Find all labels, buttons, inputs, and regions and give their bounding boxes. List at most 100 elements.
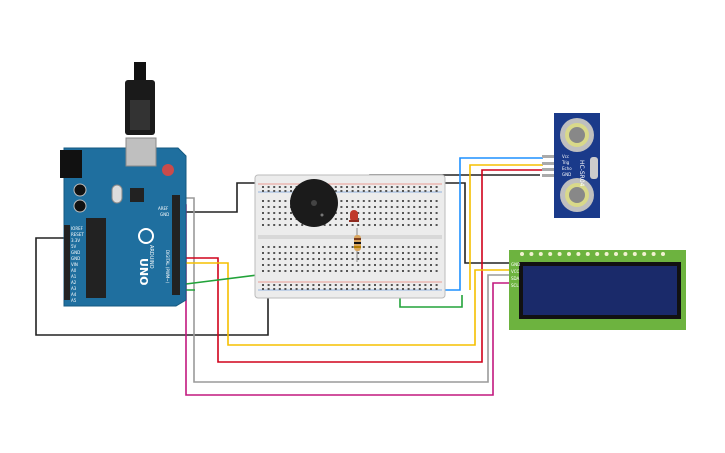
breadboard-hole	[278, 284, 281, 286]
pin-label-a4: A4	[71, 292, 77, 297]
breadboard-hole	[407, 212, 410, 214]
breadboard-hole	[402, 252, 404, 254]
power-jack	[60, 150, 82, 178]
wire-black-lcd-gnd[interactable]	[440, 182, 510, 264]
breadboard-hole	[351, 206, 354, 208]
sensor-model-label: HC-SR04	[578, 160, 585, 187]
lcd-screen	[523, 266, 677, 315]
breadboard-hole	[262, 190, 264, 192]
breadboard-hole	[273, 252, 276, 254]
breadboard-hole	[301, 252, 304, 254]
breadboard-hole	[273, 288, 276, 290]
breadboard-hole	[407, 270, 410, 272]
breadboard-hole	[418, 264, 421, 266]
wire-black-gnd-loop[interactable]	[35, 237, 269, 336]
breadboard-hole	[424, 288, 427, 290]
breadboard-hole	[329, 224, 332, 226]
breadboard-hole	[351, 264, 354, 266]
breadboard-hole	[362, 264, 365, 266]
breadboard-hole	[362, 288, 365, 290]
ultrasonic-sensor[interactable]: HC-SR04 Vcc Trig Echo GND	[542, 113, 600, 218]
breadboard-hole	[379, 186, 382, 188]
breadboard-hole	[357, 224, 360, 226]
breadboard-hole	[396, 186, 399, 188]
breadboard[interactable]	[254, 174, 446, 299]
breadboard-hole	[385, 288, 388, 290]
breadboard-hole	[351, 224, 354, 226]
resistor[interactable]	[354, 228, 361, 262]
breadboard-hole	[340, 252, 343, 254]
breadboard-hole	[430, 224, 432, 226]
breadboard-hole	[390, 206, 393, 208]
breadboard-hole	[295, 284, 298, 286]
breadboard-hole	[278, 190, 281, 192]
breadboard-hole	[413, 218, 416, 220]
breadboard-hole	[284, 212, 287, 214]
breadboard-hole	[407, 252, 410, 254]
breadboard-hole	[346, 284, 348, 286]
breadboard-hole	[290, 258, 292, 260]
breadboard-hole	[396, 264, 399, 266]
breadboard-hole	[374, 224, 376, 226]
breadboard-hole	[430, 288, 432, 290]
breadboard-hole	[273, 246, 276, 248]
breadboard-hole	[430, 190, 432, 192]
breadboard-hole	[435, 270, 438, 272]
breadboard-hole	[368, 200, 371, 202]
lcd-top-pins	[520, 252, 665, 256]
breadboard-hole	[435, 212, 438, 214]
arduino-uno-board[interactable]: ARDUINO UNO IOREF RESET 3.3V 5V GND GND …	[60, 62, 187, 307]
breadboard-hole	[340, 284, 343, 286]
breadboard-holes	[262, 186, 438, 290]
breadboard-hole	[278, 200, 281, 202]
wire-yellow-sensor[interactable]	[469, 164, 543, 290]
breadboard-hole	[413, 224, 416, 226]
wire-gray[interactable]	[178, 197, 510, 383]
breadboard-hole	[301, 284, 304, 286]
pin-label-a5: A5	[71, 298, 77, 303]
breadboard-hole	[385, 218, 388, 220]
breadboard-hole	[390, 264, 393, 266]
breadboard-hole	[418, 224, 421, 226]
breadboard-hole	[340, 246, 343, 248]
breadboard-hole	[351, 190, 354, 192]
piezo-buzzer[interactable]	[290, 179, 338, 227]
breadboard-hole	[424, 284, 427, 286]
breadboard-hole	[368, 288, 371, 290]
breadboard-hole	[340, 270, 343, 272]
breadboard-hole	[385, 270, 388, 272]
breadboard-hole	[340, 264, 343, 266]
breadboard-hole	[351, 270, 354, 272]
breadboard-hole	[357, 212, 360, 214]
breadboard-hole	[351, 252, 354, 254]
usb-cable	[134, 62, 146, 82]
sensor-pin-vcc: Vcc	[562, 154, 569, 159]
lcd-module[interactable]: GND VCC SDA SCL	[509, 250, 686, 330]
breadboard-hole	[323, 252, 326, 254]
wire-yellow[interactable]	[178, 262, 510, 346]
wire-red[interactable]	[178, 169, 543, 363]
breadboard-hole	[334, 252, 337, 254]
wire-black-gnd-top[interactable]	[178, 182, 262, 213]
breadboard-hole	[306, 252, 309, 254]
reset-button[interactable]	[162, 164, 174, 176]
led-red[interactable]	[349, 210, 359, 222]
breadboard-hole	[413, 252, 416, 254]
wire-blue[interactable]	[440, 157, 543, 291]
breadboard-hole	[396, 212, 399, 214]
pin-label-aref: AREF	[158, 206, 169, 211]
breadboard-hole	[390, 270, 393, 272]
breadboard-hole	[273, 186, 276, 188]
breadboard-hole	[346, 224, 348, 226]
breadboard-hole	[435, 186, 438, 188]
lcd-header-pin	[557, 252, 562, 256]
breadboard-hole	[340, 190, 343, 192]
breadboard-hole	[413, 200, 416, 202]
breadboard-hole	[357, 284, 360, 286]
breadboard-hole	[301, 246, 304, 248]
breadboard-hole	[262, 186, 264, 188]
breadboard-hole	[351, 258, 354, 260]
lcd-header-pin	[576, 252, 581, 256]
breadboard-hole	[290, 218, 292, 220]
breadboard-hole	[396, 218, 399, 220]
